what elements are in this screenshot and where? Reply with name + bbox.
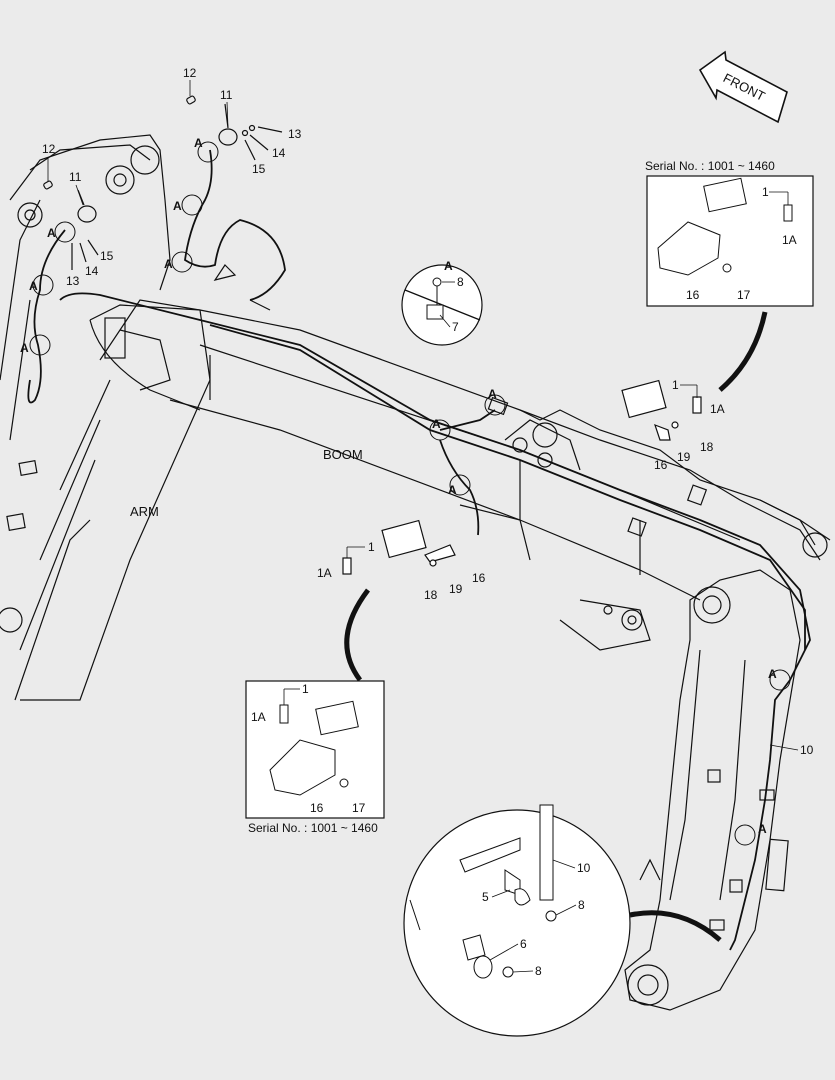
- callout-14: 14: [85, 264, 99, 278]
- detail-marker-a: A: [173, 199, 182, 213]
- callout-1a: 1A: [251, 710, 266, 724]
- callout-18: 18: [424, 588, 438, 602]
- serial-note-bottom: Serial No. : 1001 ~ 1460: [248, 821, 378, 835]
- callout-8: 8: [578, 898, 585, 912]
- serial-box-top: Serial No. : 1001 ~ 1460: [645, 159, 814, 392]
- callout-1: 1: [762, 185, 769, 199]
- callout-6: 6: [520, 937, 527, 951]
- wire-harness: [27, 149, 811, 951]
- work-lamp-left: [342, 519, 456, 575]
- detail-markers: [29, 141, 791, 846]
- callout-1: 1: [302, 682, 309, 696]
- front-arrow: FRONT: [698, 50, 788, 124]
- callout-16: 16: [472, 571, 486, 585]
- callout-1: 1: [368, 540, 375, 554]
- arm-structure: [624, 569, 801, 1011]
- detail-marker-a: A: [29, 279, 38, 293]
- detail-a-bottom: [403, 804, 722, 1037]
- cab-lamp-lower: [43, 180, 99, 270]
- callout-1a: 1A: [782, 233, 797, 247]
- callout-numbers: 12 11 13 14 15 12 11 13 14 15 8 7 A 1 1A…: [42, 66, 814, 978]
- callout-15: 15: [252, 162, 266, 176]
- leader-lines: [47, 80, 799, 973]
- boom-label: BOOM: [323, 447, 363, 462]
- callout-1: 1: [672, 378, 679, 392]
- arm-label: ARM: [130, 504, 159, 519]
- callout-10: 10: [800, 743, 814, 757]
- detail-a-top: [401, 264, 483, 346]
- callout-12: 12: [42, 142, 56, 156]
- callout-13: 13: [66, 274, 80, 288]
- detail-marker-a: A: [164, 257, 173, 271]
- callout-16: 16: [310, 801, 324, 815]
- callout-13: 13: [288, 127, 302, 141]
- callout-10: 10: [577, 861, 591, 875]
- detail-marker-a: A: [488, 387, 497, 401]
- detail-marker-a: A: [194, 136, 203, 150]
- serial-box-bottom: Serial No. : 1001 ~ 1460: [245, 588, 385, 835]
- callout-5: 5: [482, 890, 489, 904]
- boom-structure: [0, 134, 831, 701]
- callout-1a: 1A: [710, 402, 725, 416]
- detail-marker-labels: A A A A A A A A A A A: [20, 136, 777, 836]
- callout-7: 7: [452, 320, 459, 334]
- callout-17: 17: [737, 288, 751, 302]
- detail-marker-a: A: [768, 667, 777, 681]
- detail-marker-a: A: [47, 226, 56, 240]
- callout-16: 16: [686, 288, 700, 302]
- callout-18: 18: [700, 440, 714, 454]
- detail-a-top-label: A: [444, 259, 453, 273]
- detail-marker-a: A: [20, 341, 29, 355]
- serial-note-top: Serial No. : 1001 ~ 1460: [645, 159, 775, 173]
- callout-19: 19: [677, 450, 691, 464]
- callout-14: 14: [272, 146, 286, 160]
- work-lamp-right: [621, 379, 702, 441]
- callout-17: 17: [352, 801, 366, 815]
- callout-11: 11: [69, 170, 82, 184]
- detail-marker-a: A: [758, 822, 767, 836]
- callout-1a: 1A: [317, 566, 332, 580]
- callout-19: 19: [449, 582, 463, 596]
- callout-15: 15: [100, 249, 114, 263]
- callout-11: 11: [220, 88, 233, 102]
- cab-lamp-upper: [186, 95, 283, 161]
- callout-16: 16: [654, 458, 668, 472]
- detail-marker-a: A: [432, 417, 441, 431]
- callout-8: 8: [457, 275, 464, 289]
- callout-8: 8: [535, 964, 542, 978]
- callout-12: 12: [183, 66, 197, 80]
- detail-marker-a: A: [448, 483, 457, 497]
